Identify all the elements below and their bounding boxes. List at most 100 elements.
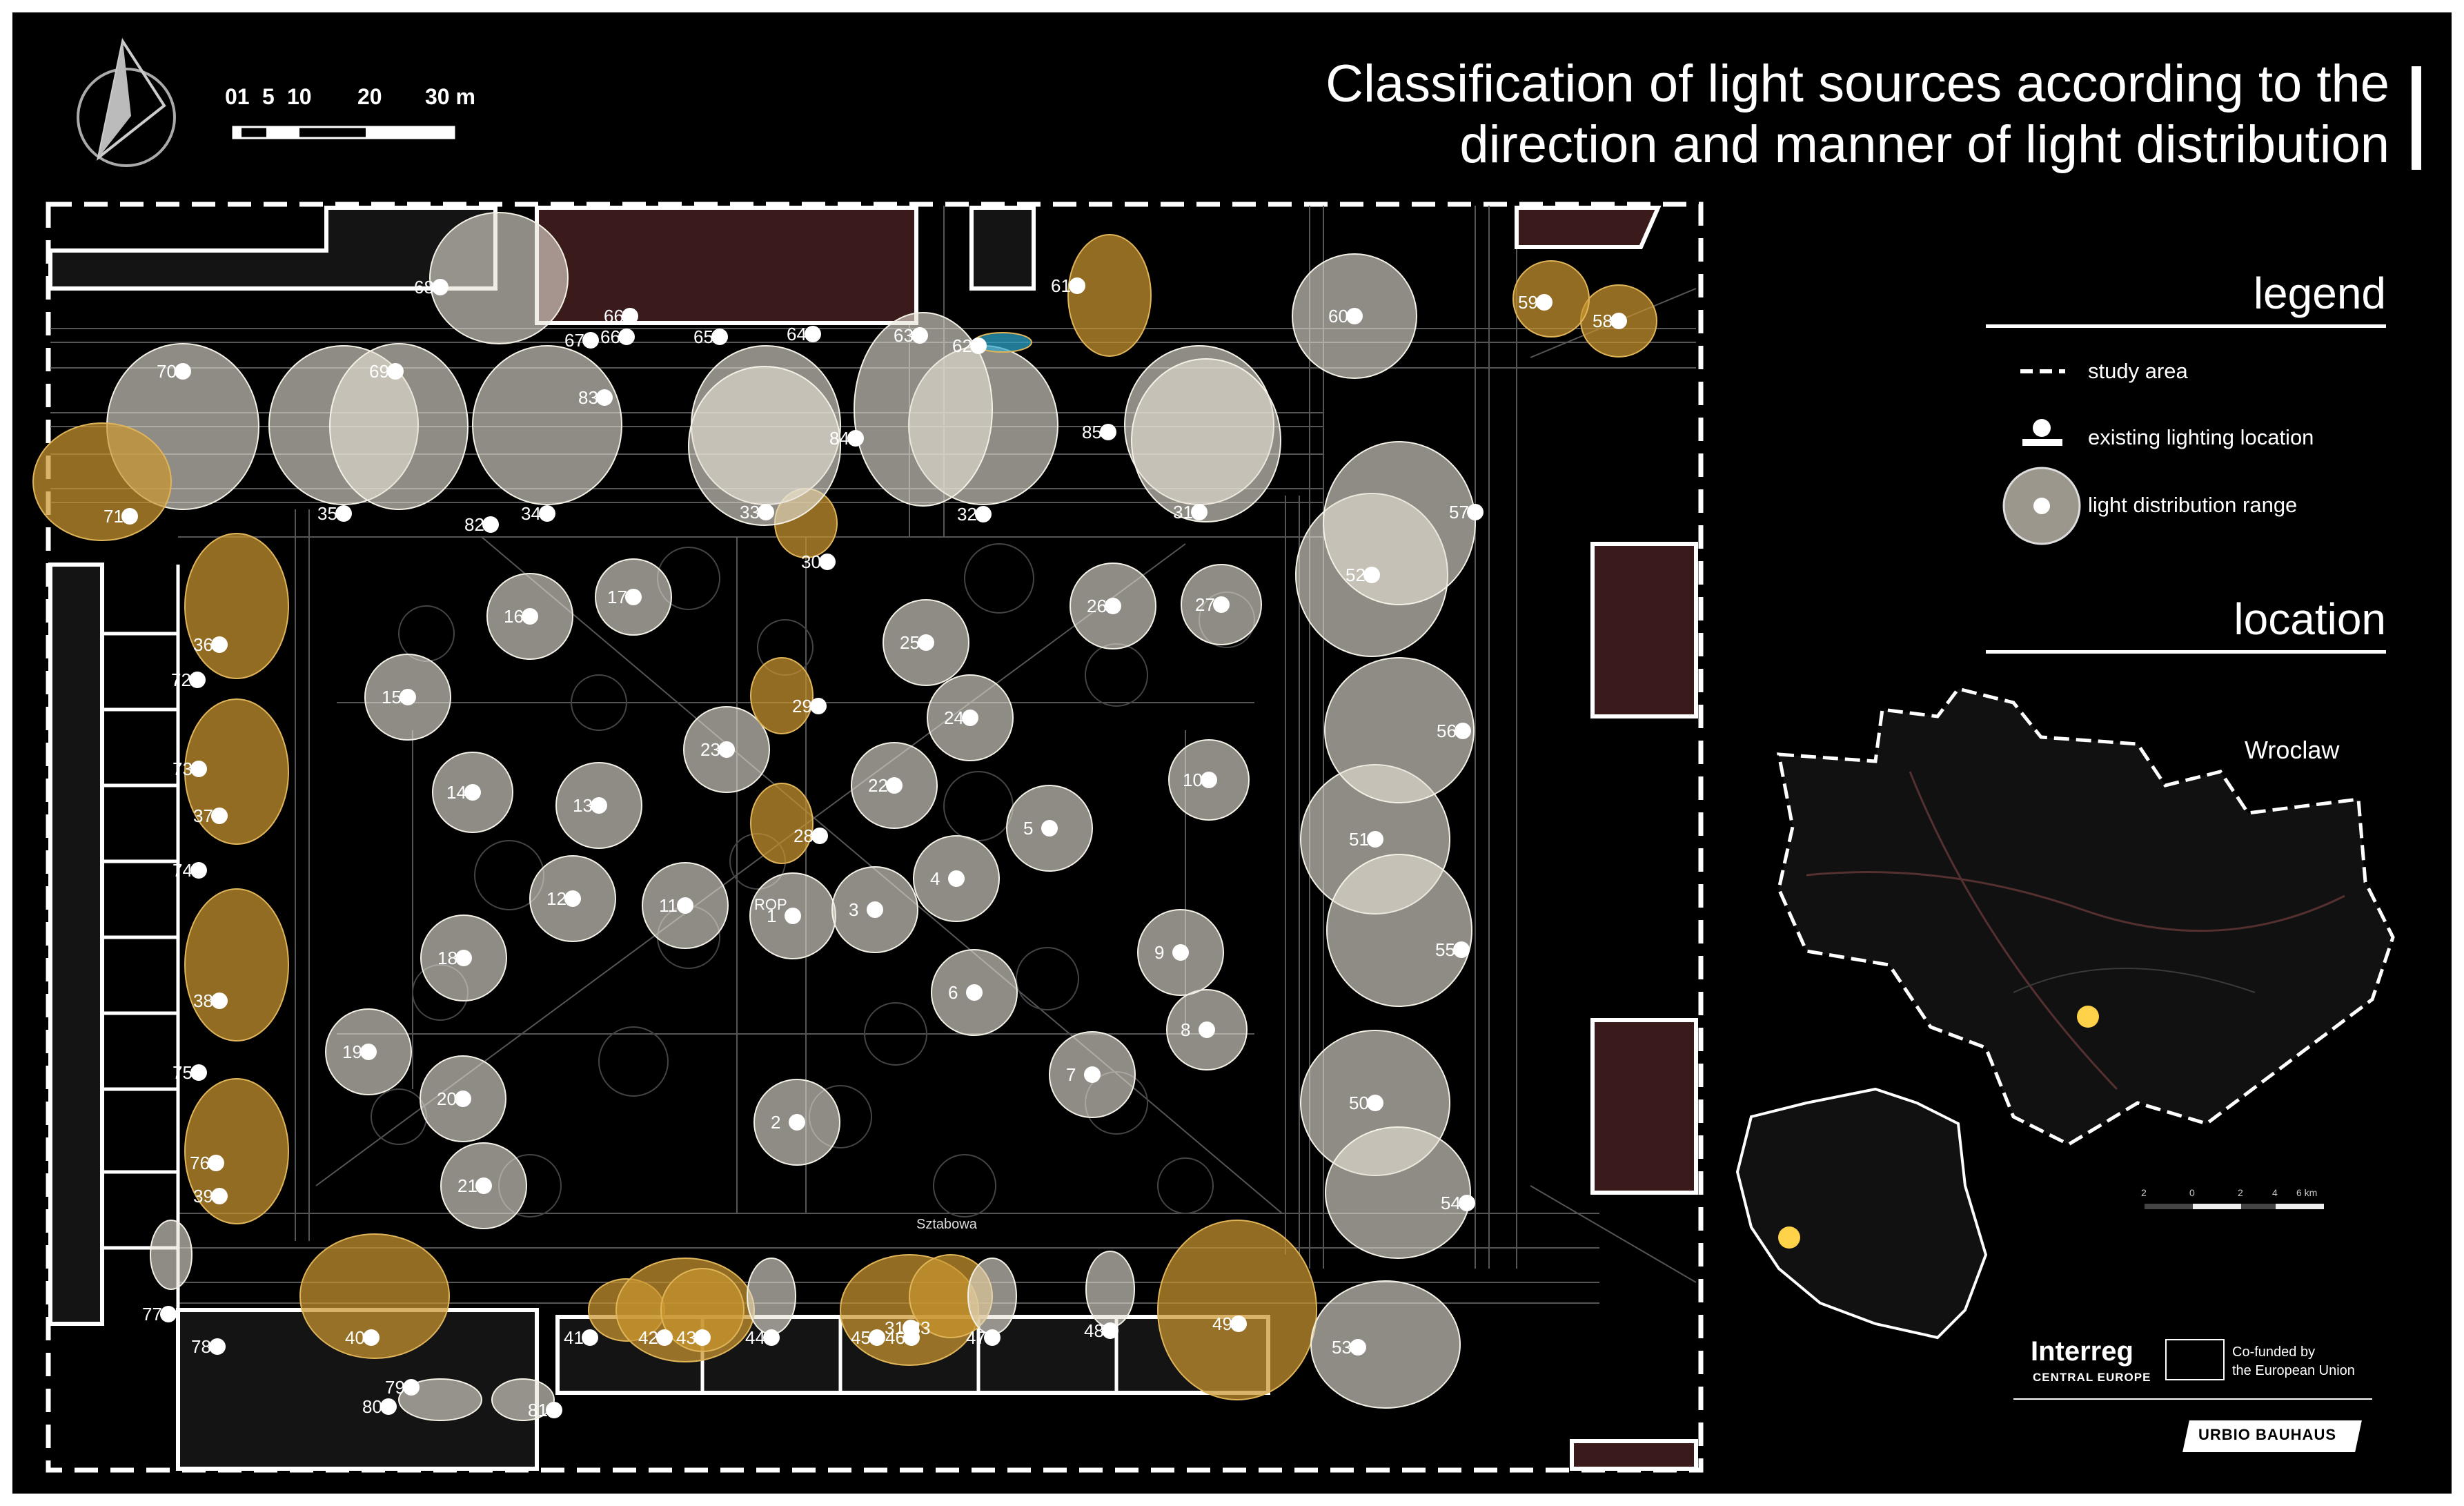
lamp-marker xyxy=(847,430,864,447)
lamp-marker xyxy=(948,870,965,887)
scale-label: 01 xyxy=(225,84,250,109)
lamp-marker xyxy=(403,1379,420,1396)
lamp-marker xyxy=(591,797,607,814)
compass-icon xyxy=(77,37,176,167)
scale-label: 10 xyxy=(287,84,312,109)
lamp-marker xyxy=(1459,1195,1475,1211)
lamp-number-label: 38 xyxy=(193,990,213,1011)
eu-cofunded-text: Co-funded by xyxy=(2232,1344,2316,1360)
lamp-marker xyxy=(208,1155,224,1171)
lamp-marker xyxy=(1367,831,1383,848)
rop-label: ROP xyxy=(754,896,787,913)
km-scale-bar xyxy=(2145,1204,2324,1209)
lamp-number-label: 82 xyxy=(464,514,484,535)
lamp-marker xyxy=(1610,313,1627,329)
lamp-number-label: 23 xyxy=(700,739,720,760)
light-range xyxy=(32,422,172,541)
lamp-number-label: 52 xyxy=(1346,565,1366,585)
light-range xyxy=(150,1220,193,1290)
lamp-number-label: 12 xyxy=(546,888,566,909)
lamp-number-label: 42 xyxy=(638,1327,658,1348)
lamp-number-label: 31 xyxy=(1173,502,1193,522)
lamp-marker xyxy=(810,698,827,714)
location-marker xyxy=(2077,1006,2099,1028)
light-range xyxy=(747,1258,796,1335)
lamp-marker xyxy=(211,992,228,1009)
eu-flag-icon xyxy=(2165,1339,2225,1380)
lamp-marker xyxy=(596,389,613,406)
lamp-marker xyxy=(455,950,472,966)
buildings xyxy=(48,206,1698,1471)
lamp-marker xyxy=(1367,1095,1383,1111)
lamp-marker xyxy=(160,1306,177,1322)
light-range xyxy=(329,343,469,510)
lamp-number-label: 69 xyxy=(369,361,389,382)
logo-divider xyxy=(2013,1398,2372,1400)
lamp-marker xyxy=(455,1091,471,1107)
scale-label: 20 xyxy=(357,84,382,109)
lamp-marker xyxy=(1172,944,1189,961)
light-range xyxy=(1131,358,1281,522)
lamp-marker xyxy=(564,890,581,907)
scale-bar xyxy=(232,126,455,139)
lamp-marker xyxy=(211,808,228,824)
interreg-sub-logo: CENTRAL EUROPE xyxy=(2033,1371,2151,1384)
lamp-number-label: 22 xyxy=(868,775,888,796)
lamp-marker xyxy=(464,784,481,801)
lamp-number-label: 40 xyxy=(345,1327,365,1348)
lamp-number-label: 73 xyxy=(173,759,193,779)
lamp-marker xyxy=(380,1398,397,1415)
lamp-marker xyxy=(582,332,599,349)
light-range xyxy=(184,1078,289,1224)
lamp-marker xyxy=(1084,1066,1101,1083)
lamp-number-label: 60 xyxy=(1328,306,1348,326)
lamp-marker xyxy=(1105,598,1121,614)
map-canvas: 1234567891011121314151617181920212223242… xyxy=(32,37,2395,1473)
lamp-marker xyxy=(539,505,555,522)
light-range xyxy=(472,345,622,505)
lamp-number-label: 55 xyxy=(1435,939,1455,960)
lamp-marker xyxy=(475,1177,492,1194)
lamp-marker xyxy=(869,1329,885,1346)
lamp-number-label: 71 xyxy=(104,506,124,527)
lamp-number-label: 35 xyxy=(317,503,337,524)
light-range xyxy=(750,657,814,734)
lamp-number-label: 44 xyxy=(745,1327,765,1348)
lamp-number-label: 7 xyxy=(1066,1064,1076,1085)
lamp-marker xyxy=(1350,1339,1366,1356)
street-label: Sztabowa xyxy=(916,1217,978,1232)
lamp-number-label: 30 xyxy=(801,551,821,572)
lamp-number-label: 68 xyxy=(414,277,434,297)
lamp-number-label: 80 xyxy=(362,1396,382,1417)
light-range xyxy=(1326,854,1472,1007)
lamp-number-label: 66 xyxy=(600,326,620,347)
lamp-marker xyxy=(335,505,352,522)
lamp-number-label: 66' xyxy=(604,306,627,326)
legend-heading: legend xyxy=(2253,268,2386,318)
lamp-marker xyxy=(656,1329,673,1346)
lamp-number-label: 33 xyxy=(740,502,760,522)
light-range xyxy=(1323,441,1476,605)
lamp-marker xyxy=(758,504,774,520)
lamp-number-label: 78 xyxy=(191,1336,211,1357)
lamp-number-label: 3 xyxy=(849,899,858,920)
light-range xyxy=(750,783,814,864)
lamp-marker xyxy=(622,308,638,324)
lamp-number-label: 79 xyxy=(385,1377,405,1398)
lamp-number-label: 56 xyxy=(1437,721,1457,741)
lamp-number-label: 4 xyxy=(930,868,940,889)
lamp-marker xyxy=(1363,567,1380,583)
lamp-marker xyxy=(209,1338,226,1355)
lamp-number-label: 57 xyxy=(1449,502,1469,522)
legend-item-light-range: light distribution range xyxy=(2088,493,2298,517)
lamp-marker xyxy=(432,279,449,295)
light-range xyxy=(184,698,289,845)
lamp-number-label: 76 xyxy=(190,1153,210,1173)
lamp-number-label: 21 xyxy=(457,1175,477,1196)
light-range xyxy=(1324,657,1475,803)
lamp-number-label: 37 xyxy=(193,805,213,826)
eu-cofunded-text-2: the European Union xyxy=(2232,1363,2355,1378)
lamp-marker xyxy=(785,908,801,924)
lamp-marker xyxy=(805,326,821,342)
